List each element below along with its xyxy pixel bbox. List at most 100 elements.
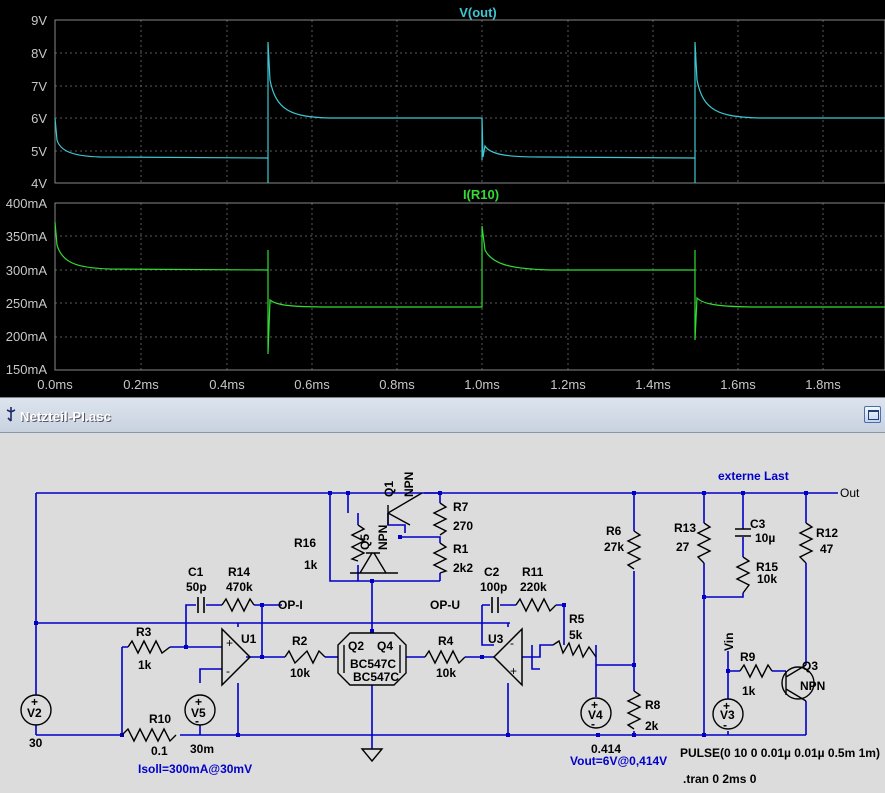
trace-label-ir10[interactable]: I(R10) [463,187,499,202]
vout-y-tick: 5V [31,144,47,159]
net-label-vin: Vin [722,633,736,651]
opamp-symbols[interactable] [221,627,523,687]
v5-symbol[interactable] [184,694,216,726]
v5-value: 30m [190,742,214,756]
ir10-y-tick: 350mA [6,229,48,244]
waveform-viewer[interactable]: V(out) I(R10) 9V 8V 7V 6V 5V 4V 400mA 35… [0,0,885,397]
u1-symbol[interactable] [221,627,252,687]
q4-type: BC547C [353,670,399,684]
v5-name: V5 [191,706,206,720]
r10-symbol[interactable] [121,727,177,743]
r9-name: R9 [740,650,756,664]
c1-value: 50p [186,580,207,594]
q3-name: Q3 [802,659,818,673]
x-axis-tick: 0.4ms [209,377,245,392]
v3-plus: + [723,699,730,713]
voltage-sources[interactable] [20,694,744,730]
v3-name: V3 [720,708,735,722]
q3-type: NPN [800,679,825,693]
c2-name: C2 [484,565,500,579]
comment-isoll: Isoll=300mA@30mV [138,762,252,776]
r2-symbol[interactable] [284,649,326,665]
u3-plus: + [510,664,517,678]
ir10-y-tick: 200mA [6,329,48,344]
v3-symbol[interactable] [712,698,744,730]
comment-externe-last: externe Last [718,469,789,483]
r14-symbol[interactable] [221,597,255,613]
r11-symbol[interactable] [515,597,557,613]
q5-name: Q5 [358,534,372,550]
r10-name: R10 [149,712,171,726]
ir10-trace[interactable] [54,221,885,355]
ir10-y-tick: 150mA [6,362,48,377]
v4-value: 0.414 [591,742,621,756]
r2-value: 10k [290,666,310,680]
schematic-window-title: Netzteil-PI.asc [20,409,112,424]
q3-symbol[interactable] [781,664,815,702]
r1-name: R1 [453,542,469,556]
r13-value: 27 [676,540,690,554]
c3-name: C3 [750,517,766,531]
maximize-button[interactable] [864,406,881,423]
r7-name: R7 [453,500,469,514]
ir10-plot-pane[interactable] [54,202,885,371]
net-label-out: Out [840,486,860,500]
v4-plus: + [591,698,598,712]
c2-value: 100p [480,580,507,594]
tran-directive: .tran 0 2ms 0 [683,772,757,786]
r5-symbol[interactable] [552,639,597,659]
maximize-icon [868,410,879,420]
r4-symbol[interactable] [424,649,466,665]
r14-name: R14 [228,565,250,579]
vout-trace[interactable] [54,41,885,159]
ground-symbol [360,748,384,763]
r3-symbol[interactable] [127,639,171,655]
ir10-y-tick: 300mA [6,263,48,278]
v2-name: V2 [27,706,42,720]
r16-symbol[interactable] [350,524,366,562]
r8-name: R8 [645,698,661,712]
c3-value: 10µ [755,531,775,545]
u3-name: U3 [488,632,504,646]
q2-q4-block[interactable] [337,632,407,686]
v2-symbol[interactable] [20,694,52,726]
v5-plus: + [195,695,202,709]
vout-y-tick: 9V [31,13,47,28]
r12-value: 47 [820,542,834,556]
r13-symbol[interactable] [696,522,712,564]
q5-q1-symbols[interactable] [350,492,423,574]
trace-label-vout[interactable]: V(out) [459,5,497,20]
r16-value: 1k [304,558,318,572]
v4-symbol[interactable] [580,697,612,729]
vout-y-tick: 7V [31,79,47,94]
capacitor-symbols[interactable] [197,528,751,613]
schematic-window-titlebar[interactable]: Netzteil-PI.asc [0,397,885,433]
comment-vout: Vout=6V@0,414V [570,754,667,768]
resistor-symbols[interactable] [121,502,814,743]
ir10-y-tick: 400mA [6,196,48,211]
schematic-window-icon[interactable] [4,406,18,422]
v5-minus: - [195,714,199,728]
vout-spike-1 [267,118,696,183]
r9-value: 1k [742,684,756,698]
schematic-canvas[interactable]: + - - + + + - + - + - Q1 NPN Q5 [0,433,885,793]
net-label-op-i: OP-I [278,598,303,612]
c1-symbol[interactable] [197,597,205,613]
r9-symbol[interactable] [739,663,773,679]
c3-symbol[interactable] [735,528,751,537]
r12-symbol[interactable] [798,522,814,564]
c1-name: C1 [188,565,204,579]
vout-plot-pane[interactable] [54,19,885,184]
r11-name: R11 [522,565,544,579]
r6-symbol[interactable] [626,530,642,570]
q5-symbol[interactable] [350,552,398,574]
u3-symbol[interactable] [492,627,523,687]
r1-symbol[interactable] [432,542,448,574]
r11-value: 220k [520,580,547,594]
q1-symbol[interactable] [387,492,423,526]
r8-symbol[interactable] [626,690,642,730]
u1-plus: + [226,636,233,650]
c2-symbol[interactable] [491,597,499,613]
r7-symbol[interactable] [432,502,448,536]
r15-symbol[interactable] [735,556,751,594]
